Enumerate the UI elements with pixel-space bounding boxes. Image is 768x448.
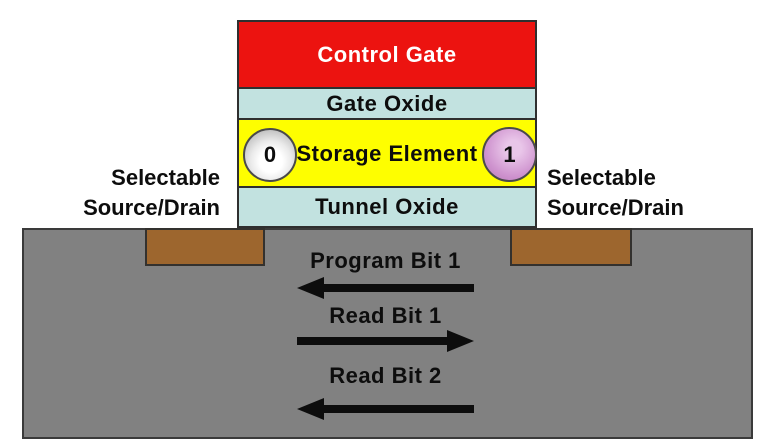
arrow-head-icon xyxy=(297,277,324,299)
selectable-label-line1: Selectable xyxy=(547,165,656,190)
bit1-circle: 1 xyxy=(482,127,537,182)
read-bit2-label: Read Bit 2 xyxy=(329,363,442,388)
arrow-head-icon xyxy=(447,330,474,352)
control-gate-layer: Control Gate xyxy=(237,20,537,89)
arrow-shaft xyxy=(297,337,454,345)
source-drain-region-right xyxy=(510,228,632,266)
gate-oxide-layer: Gate Oxide xyxy=(237,87,537,120)
read-bit1-arrow-icon xyxy=(297,330,474,352)
read-bit2-arrow-icon xyxy=(297,398,474,420)
selectable-source-drain-label-right: Selectable Source/Drain xyxy=(547,163,767,223)
program-bit1-label: Program Bit 1 xyxy=(310,248,461,273)
current-flows: Program Bit 1 Read Bit 1 Read Bit 2 xyxy=(297,228,474,439)
program-bit1-arrow-icon xyxy=(297,277,474,299)
read-bit1-label: Read Bit 1 xyxy=(329,303,442,328)
tunnel-oxide-layer: Tunnel Oxide xyxy=(237,186,537,228)
selectable-label-line2: Source/Drain xyxy=(547,195,684,220)
arrow-shaft xyxy=(317,284,474,292)
selectable-source-drain-label-left: Selectable Source/Drain xyxy=(0,163,220,223)
bit0-circle: 0 xyxy=(243,128,297,182)
storage-element-layer: Storage Element xyxy=(237,118,537,189)
arrow-head-icon xyxy=(297,398,324,420)
source-drain-region-left xyxy=(145,228,265,266)
selectable-label-line2: Source/Drain xyxy=(83,195,220,220)
arrow-shaft xyxy=(317,405,474,413)
selectable-label-line1: Selectable xyxy=(111,165,220,190)
